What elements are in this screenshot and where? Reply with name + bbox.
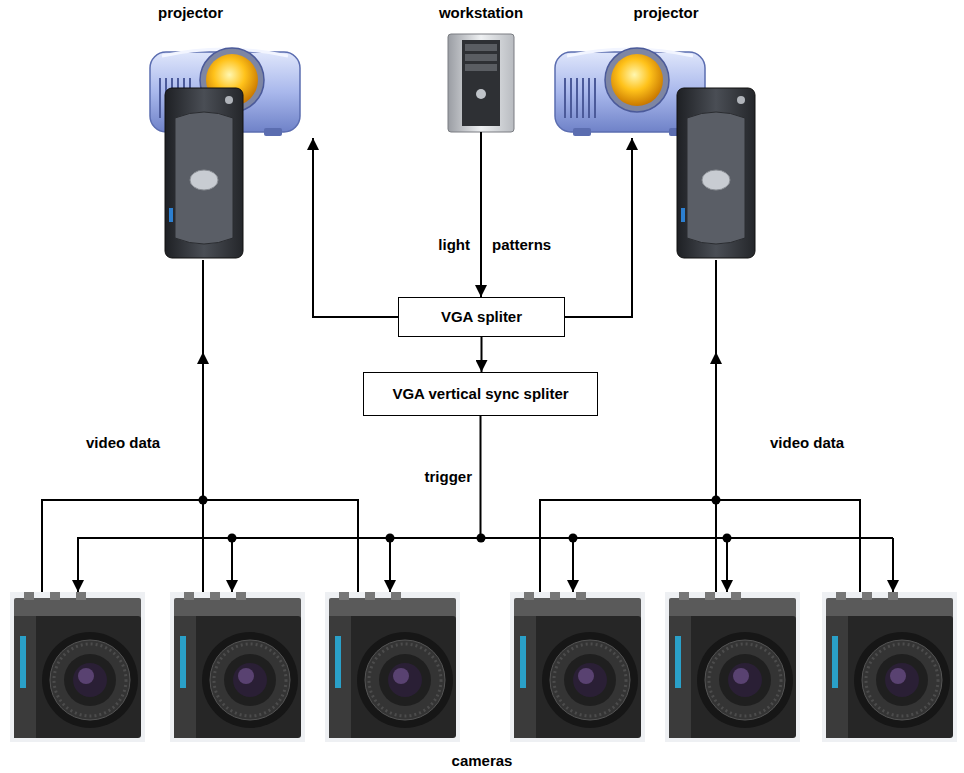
- trigger-drop: [892, 538, 894, 592]
- sync-splitter-box: VGA vertical sync spliter: [363, 372, 598, 416]
- signal-label: video data: [770, 434, 844, 452]
- video-bus: [42, 500, 358, 592]
- junction-dot: [723, 534, 732, 543]
- drive-bay: [465, 64, 497, 71]
- camera-figure: [170, 592, 305, 742]
- connector-arrow: [565, 138, 632, 317]
- camera-figure: [822, 592, 957, 742]
- camera-figure: [665, 592, 800, 742]
- figure-heading: workstation: [439, 4, 523, 22]
- figure-heading: projector: [158, 4, 223, 22]
- junction-dot: [569, 534, 578, 543]
- edge-label: trigger: [424, 468, 472, 486]
- box-label: VGA vertical sync spliter: [392, 385, 568, 403]
- trigger-drop: [726, 538, 728, 592]
- connector-arrow: [313, 138, 398, 317]
- workstation-figure: [448, 34, 514, 132]
- video-line: [715, 260, 717, 354]
- junction-dots: [199, 496, 732, 543]
- camera-figure: [325, 592, 460, 742]
- trigger-drop: [231, 538, 233, 592]
- projector-node: projector: [150, 4, 320, 138]
- workstation-case: [448, 34, 514, 132]
- signal-label: video data: [86, 434, 160, 452]
- drive-bay: [465, 44, 497, 51]
- trigger-drop: [389, 538, 391, 592]
- workstation-front: [462, 40, 500, 126]
- video-line: [715, 352, 717, 592]
- video-line: [202, 352, 204, 592]
- trigger-bus: [481, 537, 893, 539]
- projector-node: projector: [547, 4, 722, 138]
- splitter-box: VGA spliter: [398, 297, 565, 337]
- figure-heading: projector: [633, 4, 698, 22]
- connector-arrow: [78, 416, 481, 592]
- camera-figure: [510, 592, 645, 742]
- pc-tower-figure: [677, 88, 755, 258]
- junction-dot: [712, 496, 721, 505]
- signal-label: patterns: [492, 236, 551, 254]
- junction-dot: [199, 496, 208, 505]
- figure-heading: cameras: [452, 752, 513, 770]
- wiring: [42, 260, 893, 592]
- signal-label: light: [438, 236, 470, 254]
- video-line: [202, 260, 204, 354]
- workstation-logo: [476, 89, 486, 99]
- video-bus: [540, 500, 860, 592]
- workstation-node: workstation: [420, 4, 542, 132]
- trigger-drop: [572, 538, 574, 592]
- camera-group: cameras: [8, 592, 956, 770]
- connector-arrow: [480, 132, 482, 297]
- drive-bay: [465, 54, 497, 61]
- camera-figure: [10, 592, 145, 742]
- connector-arrow: [481, 337, 483, 372]
- pc-tower-figure: [165, 88, 243, 258]
- box-label: VGA spliter: [441, 308, 522, 326]
